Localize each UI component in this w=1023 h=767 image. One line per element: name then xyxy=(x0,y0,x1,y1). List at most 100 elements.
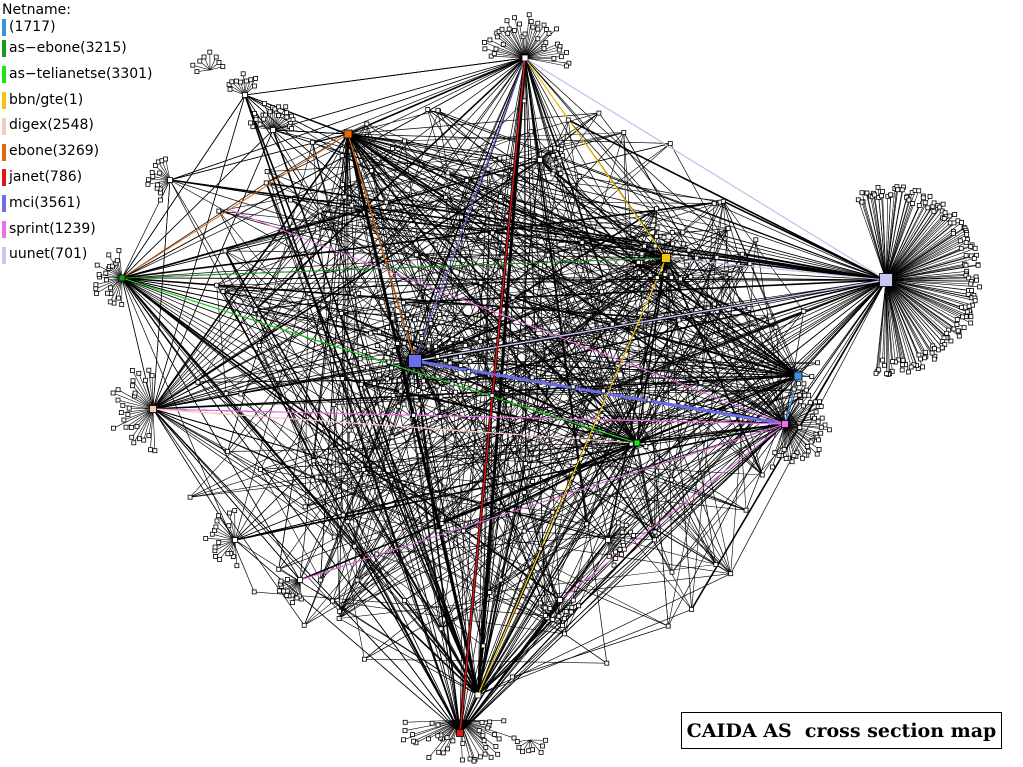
leaf-edge xyxy=(524,57,569,64)
network-edge xyxy=(227,345,260,452)
mid-node xyxy=(437,414,443,419)
network-edge xyxy=(499,157,731,275)
network-edge xyxy=(152,129,274,410)
network-edge xyxy=(665,257,801,428)
leaf-edge xyxy=(885,192,913,281)
leaf-edge xyxy=(161,160,171,181)
network-edge xyxy=(459,539,609,734)
network-edge xyxy=(347,133,721,203)
network-edge xyxy=(169,179,799,377)
mid-node xyxy=(374,551,380,557)
leaf-edge xyxy=(885,239,968,281)
leaf-node xyxy=(884,371,889,377)
mid-node xyxy=(222,248,228,254)
legend-label: ebone(3269) xyxy=(9,143,100,160)
leaf-node xyxy=(546,30,552,36)
mid-node xyxy=(773,324,779,330)
network-edge xyxy=(121,277,154,410)
leaf-node xyxy=(906,197,912,203)
leaf-node xyxy=(146,367,152,373)
network-edge xyxy=(344,196,731,574)
mid-node xyxy=(654,225,660,231)
leaf-node xyxy=(814,451,820,457)
leaf-node xyxy=(365,365,371,371)
leaf-node xyxy=(493,46,499,52)
leaf-edge xyxy=(97,264,123,279)
edge-layer xyxy=(95,14,980,762)
network-edge xyxy=(313,143,671,462)
network-edge xyxy=(347,109,438,135)
leaf-edge xyxy=(885,204,944,281)
network-edge xyxy=(304,297,309,507)
leaf-edge xyxy=(117,399,154,410)
hub-node xyxy=(474,691,482,699)
leaf-node xyxy=(421,385,426,391)
mid-node xyxy=(801,308,807,314)
network-edge xyxy=(463,208,657,532)
leaf-node xyxy=(284,593,290,598)
network-edge xyxy=(419,257,667,457)
mid-node xyxy=(251,589,257,595)
network-edge xyxy=(244,57,526,96)
network-edge xyxy=(121,277,314,462)
mid-node xyxy=(305,295,311,301)
network-edge xyxy=(265,182,479,696)
mid-node xyxy=(301,622,307,628)
mid-node xyxy=(425,107,431,112)
leaf-node xyxy=(951,326,957,332)
leaf-node xyxy=(576,603,581,609)
leaf-node xyxy=(535,36,541,42)
mid-node xyxy=(383,199,389,205)
leaf-node xyxy=(495,751,501,757)
leaf-edge xyxy=(484,42,526,59)
leaf-node xyxy=(276,104,282,110)
hub-node xyxy=(605,537,611,543)
network-edge xyxy=(267,157,500,172)
leaf-node xyxy=(686,247,692,253)
leaf-edge xyxy=(885,279,925,358)
network-edge xyxy=(347,133,640,387)
hub-node xyxy=(167,177,173,183)
leaf-node xyxy=(812,415,817,421)
leaf-edge xyxy=(524,24,545,59)
leaf-node xyxy=(941,216,947,222)
network-edge xyxy=(539,159,799,377)
network-edge xyxy=(222,277,672,292)
network-edge xyxy=(240,100,525,395)
leaf-node xyxy=(619,529,625,535)
mid-node xyxy=(346,427,352,433)
leaf-edge xyxy=(885,227,966,281)
network-edge xyxy=(477,573,731,696)
leaf-edge xyxy=(885,279,917,366)
leaf-node xyxy=(418,330,424,335)
network-edge xyxy=(218,210,565,635)
leaf-node xyxy=(137,436,142,442)
mid-node xyxy=(746,305,752,311)
network-edge xyxy=(721,328,763,476)
leaf-edge xyxy=(885,279,954,330)
network-edge xyxy=(304,319,680,626)
leaf-node xyxy=(384,376,390,382)
leaf-edge xyxy=(414,360,460,382)
leaf-node xyxy=(439,405,445,411)
mid-node xyxy=(310,139,316,145)
leaf-edge xyxy=(885,242,967,281)
mid-node xyxy=(340,182,345,187)
mid-node xyxy=(337,608,342,614)
leaf-node xyxy=(688,274,694,280)
leaf-node xyxy=(964,232,970,238)
leaf-node xyxy=(816,446,822,452)
network-edge xyxy=(386,201,658,229)
network-edge xyxy=(343,315,770,516)
leaf-edge xyxy=(440,719,461,739)
leaf-node xyxy=(882,362,887,368)
leaf-node xyxy=(963,262,969,268)
legend-item: janet(786) xyxy=(2,165,153,191)
mid-node xyxy=(712,301,717,307)
leaf-node xyxy=(476,728,482,733)
mid-node xyxy=(486,207,492,213)
mid-node xyxy=(720,198,726,204)
mid-node xyxy=(435,528,441,534)
network-edge xyxy=(152,408,335,538)
network-edge xyxy=(691,228,729,610)
